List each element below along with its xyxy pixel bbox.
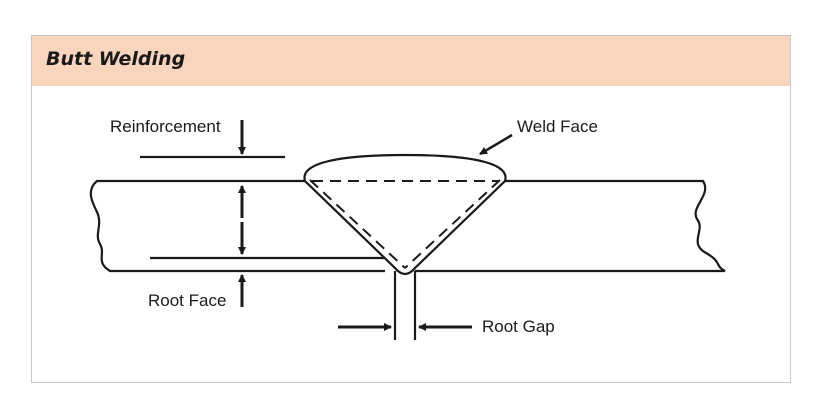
weld-face-arrow [479,133,513,156]
fusion-line-left [309,179,406,269]
left-plate [89,179,385,273]
label-weld-face: Weld Face [517,117,598,136]
label-root-face: Root Face [148,291,226,310]
weld-bead [303,153,507,276]
title-bar: Butt Welding [32,36,790,86]
label-reinforcement: Reinforcement [110,117,221,136]
diagram-panel: Butt Welding [31,35,791,383]
right-plate [415,179,726,273]
label-root-gap: Root Gap [482,317,555,336]
panel-title: Butt Welding [46,48,186,70]
fusion-line-right [404,179,501,269]
